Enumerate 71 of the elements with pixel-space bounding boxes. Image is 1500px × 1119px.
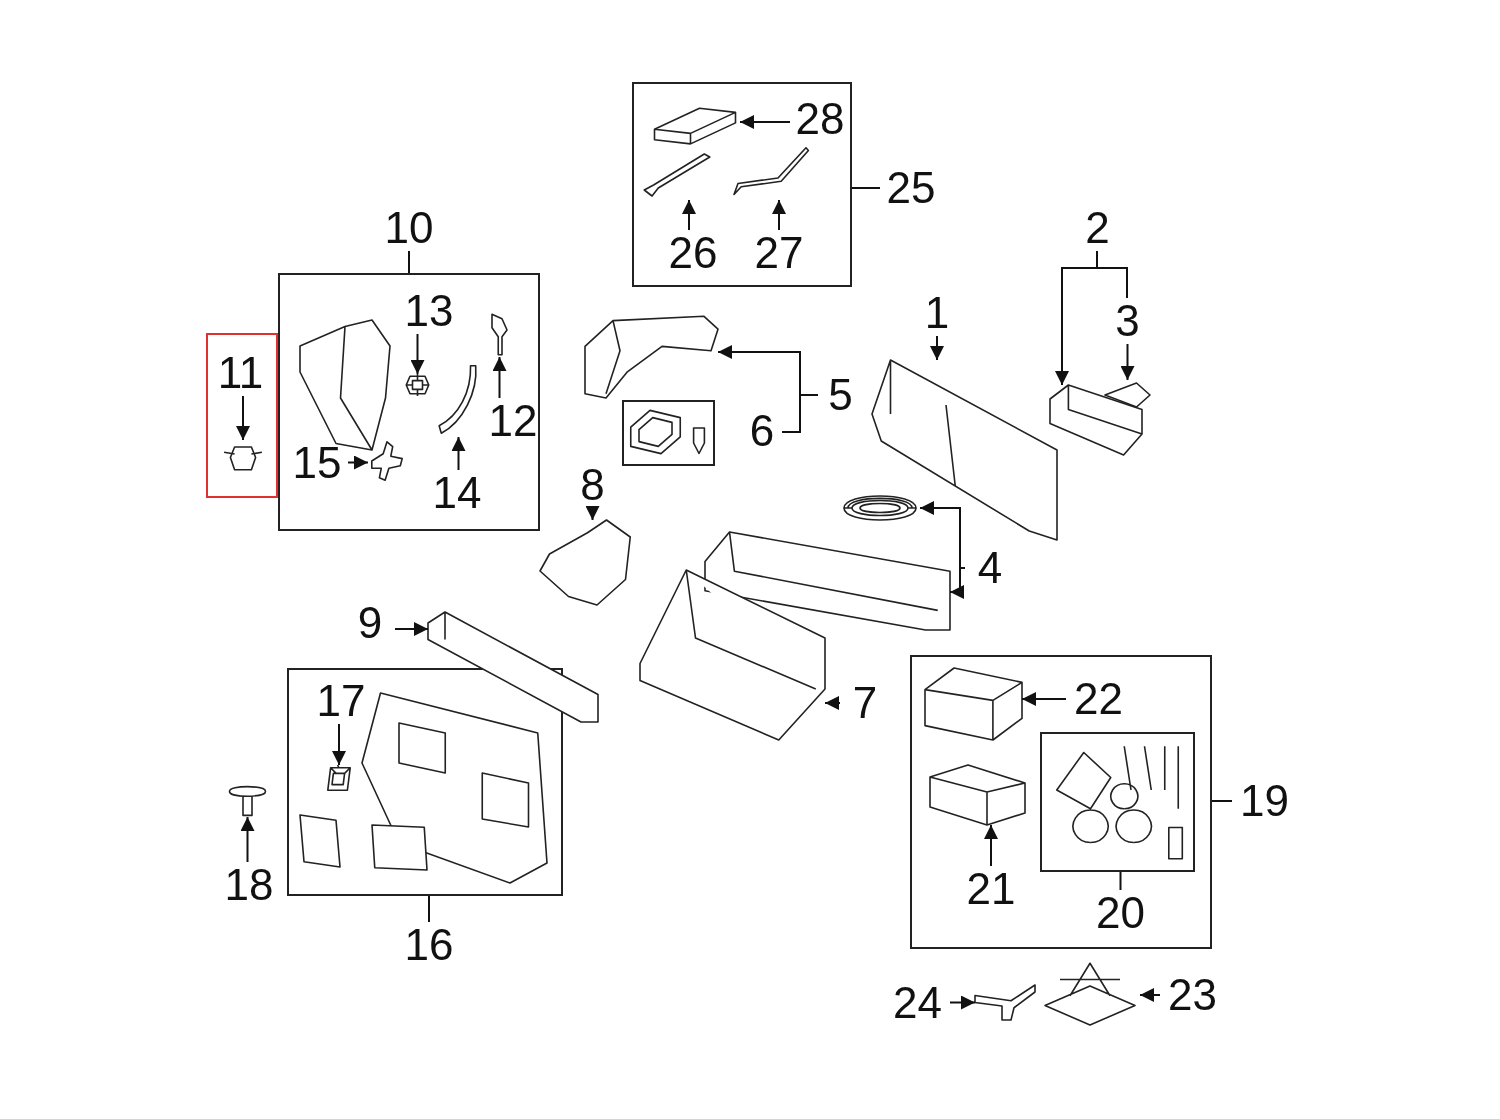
callout-number: 2	[1070, 205, 1125, 251]
callout-number: 8	[565, 462, 620, 508]
leader-line	[1119, 871, 1122, 891]
leader-arrow	[394, 622, 429, 636]
group-frame	[910, 655, 1212, 949]
leader-line	[1211, 800, 1233, 802]
callout-number: 16	[398, 922, 460, 968]
callout-number: 9	[345, 600, 395, 646]
hose-drawing	[437, 362, 480, 437]
leader-arrow	[824, 696, 841, 710]
group-frame	[1040, 732, 1195, 872]
group-frame	[632, 82, 852, 287]
leader-arrow	[772, 199, 786, 231]
leader-arrow	[1021, 692, 1067, 706]
leader-arrow	[930, 335, 944, 361]
clip-drawing	[325, 765, 353, 793]
leader-arrow	[949, 567, 966, 599]
jack-handle-drawing	[975, 985, 1035, 1020]
leader-arrow	[585, 506, 600, 521]
floor-panel-drawing	[640, 570, 825, 740]
leader-arrow	[410, 333, 425, 375]
callout-number: 7	[840, 680, 890, 726]
callout-number: 25	[880, 165, 942, 211]
callout-number: 23	[1160, 972, 1225, 1018]
callout-number: 10	[378, 205, 440, 251]
leader-arrow	[1139, 988, 1161, 1002]
plug-drawing	[1105, 380, 1150, 410]
callout-number: 18	[218, 862, 280, 908]
leader-arrow	[236, 395, 250, 441]
callout-number: 20	[1088, 890, 1153, 936]
callout-number: 13	[398, 288, 460, 334]
leader-line	[851, 187, 881, 189]
leader-line	[781, 394, 819, 433]
leader-arrow	[682, 199, 696, 231]
clip-drawing	[405, 374, 430, 396]
callout-number: 26	[662, 230, 724, 276]
callout-number: 11	[213, 350, 268, 396]
tray-drawing	[930, 765, 1025, 825]
callout-number: 12	[482, 398, 544, 444]
trim-panel-drawing	[705, 532, 950, 630]
leader-arrow	[739, 115, 791, 129]
callout-number: 1	[912, 290, 962, 336]
leader-arrow	[332, 723, 346, 766]
storage-box-drawing	[925, 668, 1022, 740]
highlight-frame	[206, 333, 278, 498]
callout-number: 14	[426, 470, 488, 516]
leader-arrow	[492, 356, 507, 399]
leader-arrow	[240, 816, 255, 863]
trim-panel-drawing	[872, 360, 1057, 540]
callout-number: 4	[965, 545, 1015, 591]
callout-number: 6	[742, 408, 782, 454]
callout-number: 15	[286, 440, 348, 486]
leader-line	[408, 250, 410, 274]
leader-arrow	[949, 995, 976, 1010]
group-frame	[278, 273, 540, 531]
leader-arrow	[347, 455, 369, 470]
callout-number: 17	[310, 678, 372, 724]
leader-line	[428, 895, 430, 923]
sill-plate-drawing	[428, 612, 598, 722]
leader-arrow	[1120, 343, 1135, 381]
callout-number: 3	[1100, 298, 1155, 344]
leader-arrow	[451, 436, 466, 471]
callout-number: 21	[960, 866, 1022, 912]
leader-arrow	[984, 824, 998, 867]
callout-number: 5	[818, 372, 863, 418]
callout-number: 22	[1066, 676, 1131, 722]
callout-number: 19	[1232, 778, 1297, 824]
group-frame	[622, 400, 715, 466]
callout-number: 27	[748, 230, 810, 276]
callout-number: 24	[885, 980, 950, 1026]
callout-number: 28	[790, 96, 850, 140]
